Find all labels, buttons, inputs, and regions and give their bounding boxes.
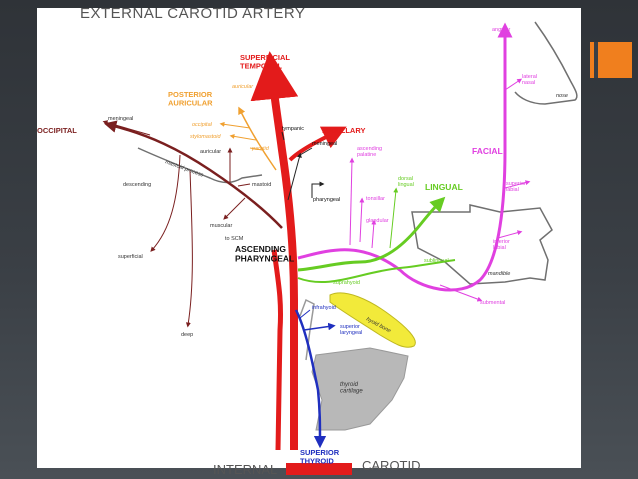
label-lingual: LINGUAL <box>425 182 463 192</box>
label-pharyngeal: pharyngeal <box>313 197 340 203</box>
tympanic-branch <box>281 131 285 141</box>
slide-bottom-title-right: CAROTID <box>362 458 421 473</box>
glandular-branch <box>371 219 377 249</box>
label-muscular: muscular <box>210 223 232 229</box>
label-to-scm: to SCM <box>225 236 244 242</box>
inferior-labial-branch <box>497 230 523 239</box>
label-angular: angular <box>492 27 511 33</box>
label-submental: submental <box>480 300 505 306</box>
label-tympanic: tympanic <box>282 126 304 132</box>
slide-top-title: EXTERNAL CAROTID ARTERY <box>80 5 305 22</box>
pa-parotid-branch <box>249 147 263 151</box>
label-mastoid: mastoid <box>252 182 271 188</box>
accent-bar <box>590 42 632 78</box>
label-parotid: parotid <box>251 146 270 152</box>
tonsillar-branch <box>359 197 365 243</box>
submental-branch <box>439 284 483 302</box>
slide-content-area <box>37 8 581 468</box>
label-facial: FACIAL <box>472 146 503 156</box>
maxillary-artery <box>288 126 347 162</box>
label-sublingual: sublingual <box>424 258 449 264</box>
internal-carotid-trunk <box>271 249 284 451</box>
occipital-descending-branch <box>150 154 181 252</box>
label-occipital: OCCIPITAL <box>37 126 77 135</box>
label-meningeal-occipital: meningeal <box>108 116 133 122</box>
external-carotid-trunk <box>250 51 299 450</box>
occipital-deep-branch <box>185 169 193 328</box>
hyoid-bone-shape <box>329 292 416 348</box>
accent-bar-notch <box>594 42 598 78</box>
slide-bottom-title-left: INTERNAL <box>213 462 277 477</box>
label-suprahyoid: suprahyoid <box>333 280 360 286</box>
label-auricular-top: auricular <box>232 84 254 90</box>
dorsal-lingual-branch <box>389 187 399 249</box>
nose-outline <box>514 21 578 105</box>
lingual-artery <box>297 196 446 272</box>
occipital-artery <box>103 120 283 229</box>
label-tonsillar: tonsillar <box>366 196 385 202</box>
label-deep: deep <box>181 332 193 338</box>
label-meningeal-maxillary: meningeal <box>312 141 337 147</box>
posterior-auricular-artery <box>238 106 277 171</box>
ascending-pharyngeal-artery <box>287 152 302 201</box>
label-mandible: mandible <box>488 271 510 277</box>
superior-laryngeal-branch <box>303 322 336 331</box>
label-nose: nose <box>556 93 568 99</box>
superior-labial-branch <box>504 180 531 189</box>
infrahyoid-branch <box>299 309 311 319</box>
lateral-nasal-branch <box>504 78 523 91</box>
larynx-outline <box>299 298 315 361</box>
label-glandular: glandular <box>366 218 389 224</box>
label-infrahyoid: infrahyoid <box>312 305 336 311</box>
ascending-palatine-branch <box>349 157 355 246</box>
meningeal-maxillary-branch <box>299 147 313 156</box>
label-auricular-dark: auricular <box>200 149 221 155</box>
bottom-red-block <box>286 463 352 475</box>
facial-artery <box>297 22 513 292</box>
pharyngeal-branch <box>311 181 325 198</box>
mandible-outline <box>411 204 553 285</box>
label-occipital-small: occipital <box>192 122 213 128</box>
superior-thyroid-artery <box>294 309 327 449</box>
label-superficial: superficial <box>118 254 143 260</box>
occipital-muscular-branch <box>223 197 246 220</box>
label-descending: descending <box>123 182 151 188</box>
pa-stylomastoid-branch <box>229 133 257 141</box>
label-maxillary: MAXILLARY <box>322 126 365 135</box>
occipital-mastoid-branch <box>237 183 251 187</box>
mastoid-process-line <box>137 147 263 184</box>
label-stylomastoid: stylomastoid <box>190 134 222 140</box>
pa-occipital-branch <box>219 121 251 129</box>
occipital-meningeal-branch <box>102 120 151 136</box>
